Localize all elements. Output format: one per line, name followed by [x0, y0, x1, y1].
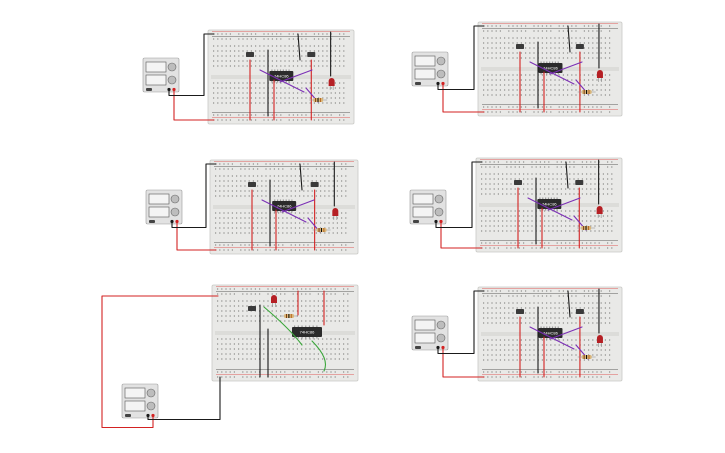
- power-wire-negative[interactable]: [435, 161, 483, 229]
- current-display: [414, 68, 436, 80]
- signal-wire-purple[interactable]: [549, 326, 583, 340]
- current-display: [414, 332, 436, 344]
- current-display: [148, 206, 170, 218]
- current-knob[interactable]: [167, 75, 177, 85]
- signal-wire-purple[interactable]: [279, 69, 313, 83]
- pushbutton[interactable]: [307, 52, 316, 57]
- ic-chip-label: 74HC86: [542, 202, 557, 207]
- power-switch[interactable]: [125, 414, 131, 417]
- ic-chip[interactable]: [538, 63, 563, 73]
- voltage-knob[interactable]: [167, 62, 177, 72]
- ic-chip-label: 74HC86: [543, 331, 558, 336]
- voltage-display: [412, 193, 434, 205]
- ic-chip[interactable]: [537, 199, 562, 209]
- pushbutton[interactable]: [514, 180, 522, 185]
- jumper-wire-black[interactable]: [299, 163, 303, 191]
- pushbutton[interactable]: [248, 306, 256, 311]
- pushbutton[interactable]: [516, 309, 524, 314]
- power-wire-negative[interactable]: [437, 25, 485, 91]
- breadboard-channel: [215, 331, 355, 335]
- power-switch[interactable]: [146, 88, 152, 91]
- breadboard-holes: [213, 33, 345, 121]
- power-wire-negative[interactable]: [437, 290, 485, 355]
- jumper-wire-black[interactable]: [567, 290, 571, 318]
- pushbutton[interactable]: [248, 182, 256, 187]
- led[interactable]: [332, 208, 339, 216]
- current-display: [412, 206, 434, 218]
- power-wire-positive[interactable]: [442, 346, 485, 378]
- circuit-1: 74HC86: [142, 29, 355, 125]
- circuit-5: 74HC86: [101, 284, 359, 429]
- power-wire-positive[interactable]: [442, 82, 485, 113]
- power-switch[interactable]: [415, 82, 421, 85]
- signal-wire-purple[interactable]: [281, 199, 315, 213]
- power-wire-positive[interactable]: [101, 295, 219, 429]
- power-wire-positive[interactable]: [440, 220, 483, 249]
- circuit-2: 74HC86: [411, 21, 623, 117]
- power-switch[interactable]: [149, 220, 155, 223]
- signal-wire-purple[interactable]: [547, 197, 581, 211]
- pushbutton[interactable]: [246, 52, 254, 57]
- voltage-display: [148, 193, 170, 205]
- jumper-wire-black[interactable]: [567, 25, 571, 53]
- current-knob[interactable]: [170, 207, 180, 217]
- pushbutton[interactable]: [575, 180, 584, 185]
- current-knob[interactable]: [436, 69, 446, 79]
- led[interactable]: [328, 78, 335, 86]
- ic-chip[interactable]: [269, 71, 294, 81]
- power-switch[interactable]: [413, 220, 419, 223]
- power-wire-positive[interactable]: [176, 220, 217, 251]
- circuit-4: 74HC86: [409, 157, 623, 253]
- current-display: [145, 74, 167, 86]
- current-knob[interactable]: [146, 401, 156, 411]
- voltage-display: [414, 319, 436, 331]
- power-switch[interactable]: [415, 346, 421, 349]
- ic-chip-label: 74HC86: [543, 66, 558, 71]
- power-wire-negative[interactable]: [147, 376, 221, 421]
- breadboard-holes: [483, 25, 611, 113]
- breadboard-holes: [481, 161, 613, 249]
- current-knob[interactable]: [434, 207, 444, 217]
- ic-chip-label: 74HC86: [277, 204, 292, 209]
- voltage-knob[interactable]: [434, 194, 444, 204]
- signal-wire-green[interactable]: [263, 306, 303, 346]
- current-knob[interactable]: [436, 333, 446, 343]
- ic-chip-label: 74HC86: [274, 74, 289, 79]
- ic-chip[interactable]: [292, 327, 322, 337]
- voltage-knob[interactable]: [170, 194, 180, 204]
- jumper-wire-black[interactable]: [565, 161, 569, 189]
- voltage-knob[interactable]: [436, 56, 446, 66]
- led[interactable]: [596, 335, 603, 343]
- signal-wire-purple[interactable]: [549, 61, 583, 75]
- ic-chip-label: 74HC86: [300, 330, 315, 335]
- power-wire-negative[interactable]: [171, 163, 217, 229]
- voltage-display: [145, 61, 167, 73]
- voltage-knob[interactable]: [436, 320, 446, 330]
- led[interactable]: [271, 295, 277, 303]
- voltage-display: [124, 387, 146, 399]
- circuit-6: 74HC86: [411, 286, 623, 382]
- pushbutton[interactable]: [575, 309, 584, 314]
- pushbutton[interactable]: [575, 44, 584, 49]
- signal-wire-green[interactable]: [311, 340, 327, 372]
- jumper-wire-black[interactable]: [297, 33, 301, 61]
- voltage-display: [414, 55, 436, 67]
- power-wire-negative[interactable]: [168, 33, 215, 97]
- led[interactable]: [596, 206, 603, 214]
- circuit-3: 74HC86: [145, 159, 359, 255]
- power-wire-positive[interactable]: [173, 88, 215, 121]
- pushbutton[interactable]: [310, 182, 319, 187]
- current-display: [124, 400, 146, 412]
- pushbutton[interactable]: [516, 44, 524, 49]
- led[interactable]: [596, 70, 603, 78]
- ic-chip[interactable]: [538, 328, 563, 338]
- voltage-knob[interactable]: [146, 388, 156, 398]
